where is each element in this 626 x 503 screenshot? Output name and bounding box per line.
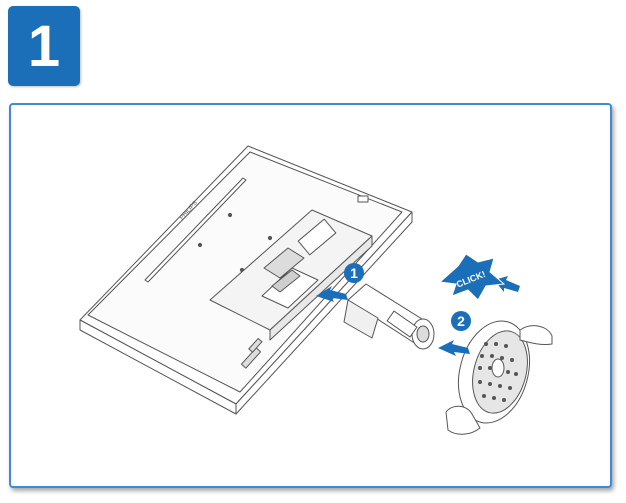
- step-number-badge: 1: [8, 6, 80, 86]
- stand-base-icon: [458, 320, 530, 424]
- arrow-icon: [316, 276, 520, 356]
- marker-1-label: 1: [350, 265, 358, 281]
- monitor-back-icon: [79, 145, 413, 415]
- stand-column-icon: [343, 283, 435, 350]
- marker-2-label: 2: [457, 313, 465, 329]
- step-number: 1: [27, 13, 61, 79]
- marker-1: 1: [344, 263, 364, 283]
- click-burst-icon: CLICK!: [438, 253, 506, 301]
- marker-2: 2: [451, 311, 471, 331]
- hand-icon: [445, 325, 553, 435]
